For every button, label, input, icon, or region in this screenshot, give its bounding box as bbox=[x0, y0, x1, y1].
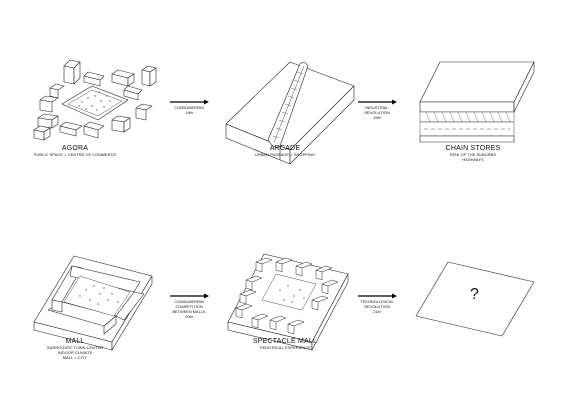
stage-subtitle: THEATRICAL EXPERIENCE bbox=[258, 345, 312, 350]
arrow-icon bbox=[170, 293, 209, 299]
transition-label: INDUSTRIAL REVOLUTION 19th bbox=[364, 105, 390, 120]
stage-subtitle: RISE OF THE SUBURBS HIGHWAYS bbox=[449, 152, 497, 162]
chain-stores-drawing bbox=[419, 61, 535, 143]
stage-agora: AGORA PUBLIC SPACE = CENTRE OF COMMERCE bbox=[20, 145, 130, 157]
stage-arcade: ARCADE URBAN PASSAGE = SHOPPING bbox=[230, 145, 340, 157]
arrow-icon bbox=[170, 99, 209, 105]
agora-drawing bbox=[33, 59, 157, 141]
stage-subtitle: PUBLIC SPACE = CENTRE OF COMMERCE bbox=[33, 152, 117, 157]
stage-chain-stores: CHAIN STORES RISE OF THE SUBURBS HIGHWAY… bbox=[418, 145, 528, 162]
question-mark: ? bbox=[470, 286, 479, 303]
mall-drawing bbox=[33, 255, 153, 351]
future-drawing bbox=[415, 261, 535, 337]
stage-title: SPECTACLE MALL bbox=[252, 338, 318, 345]
transition-label: TECHNOLOGICAL REVOLUTION 21th bbox=[360, 299, 394, 314]
stage-title: MALL bbox=[65, 338, 85, 345]
arrow-icon bbox=[358, 293, 397, 299]
transition-label: CONSUMERISM COMPETITION BETWEEN MALLS 20… bbox=[172, 299, 206, 319]
stage-title: AGORA bbox=[61, 145, 89, 152]
stage-title: ARCADE bbox=[269, 145, 301, 152]
transition-label: CONSUMERISM 19th bbox=[174, 105, 204, 115]
spectacle-mall-drawing bbox=[227, 253, 349, 351]
stage-subtitle: URBAN PASSAGE = SHOPPING bbox=[254, 152, 316, 157]
stage-spectacle-mall: SPECTACLE MALL THEATRICAL EXPERIENCE bbox=[230, 338, 340, 350]
arcade-drawing bbox=[225, 61, 355, 165]
arrow-icon bbox=[358, 99, 397, 105]
stage-title: CHAIN STORES bbox=[445, 145, 501, 152]
stage-subtitle: SURROGATE TOWN CENTER INDOOR CLIMATE MAL… bbox=[46, 345, 104, 360]
stage-mall: MALL SURROGATE TOWN CENTER INDOOR CLIMAT… bbox=[20, 338, 130, 360]
